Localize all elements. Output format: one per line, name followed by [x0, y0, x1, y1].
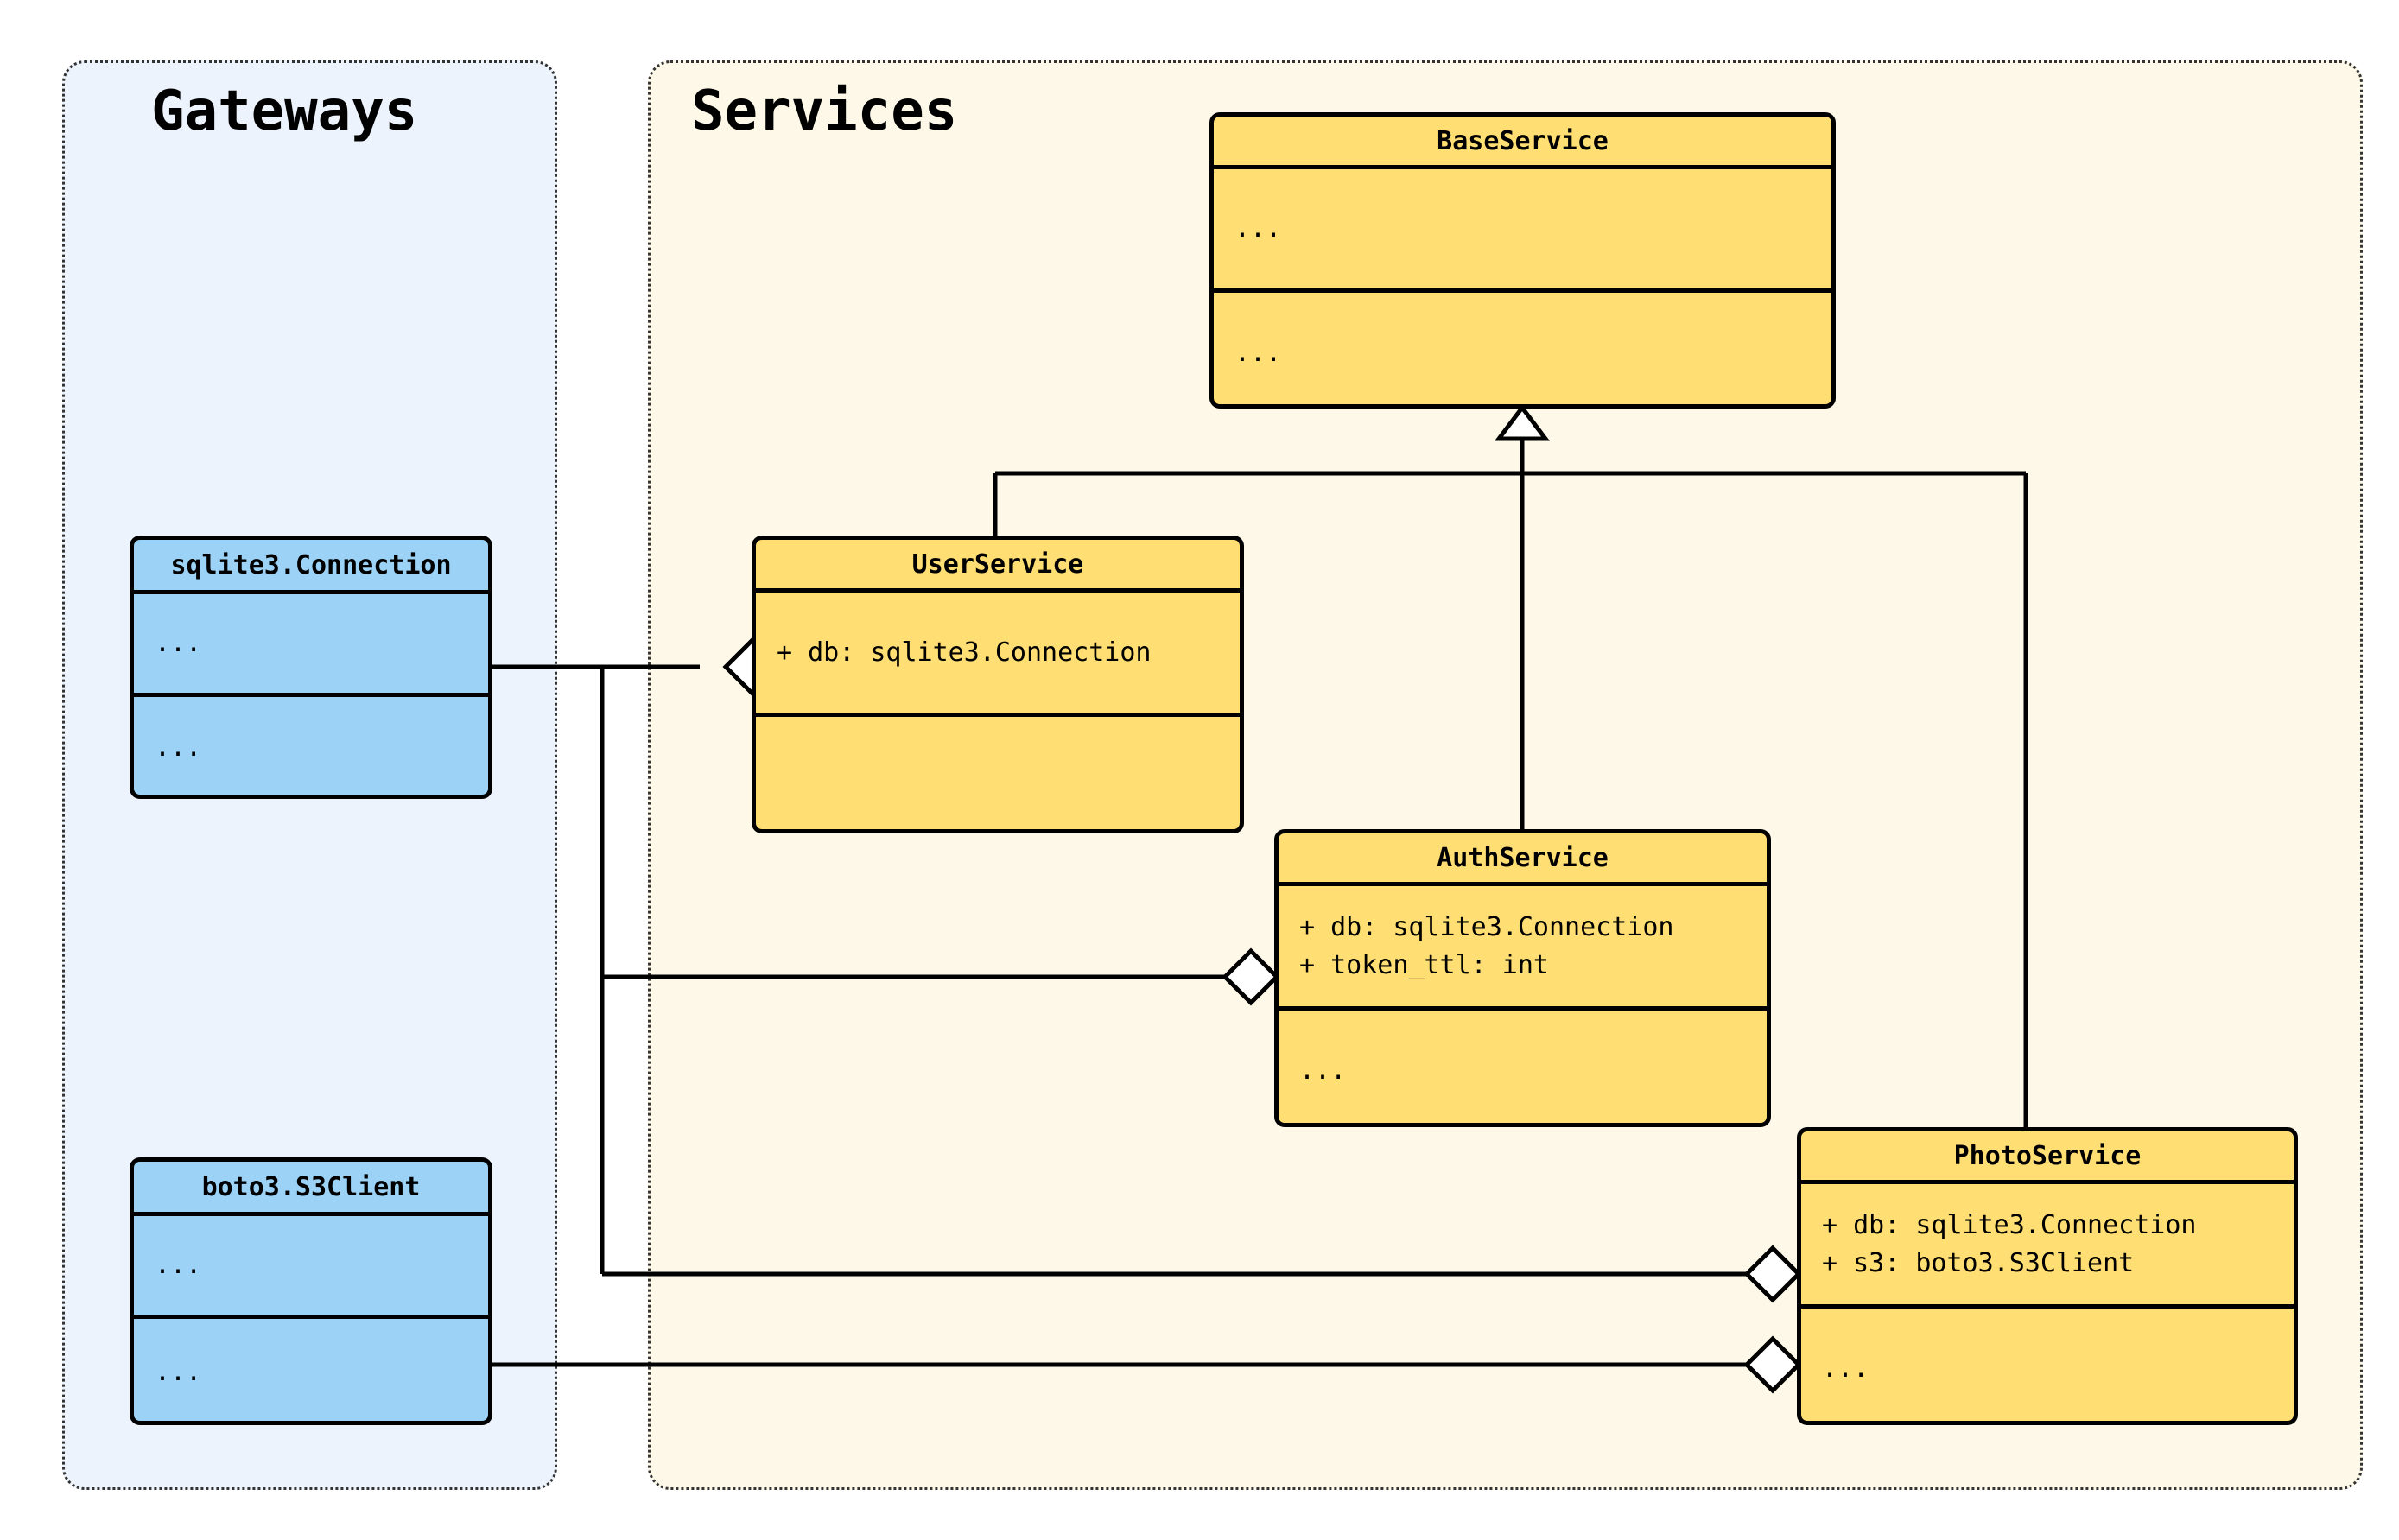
- aggregation-diamond-photoservice-db: [1743, 1245, 1802, 1303]
- method-line: ...: [1822, 1353, 1869, 1385]
- class-attributes-authservice: + db: sqlite3.Connection + token_ttl: in…: [1279, 882, 1767, 1006]
- class-attributes-boto3-s3client: ...: [134, 1212, 488, 1315]
- class-name-baseservice: BaseService: [1437, 125, 1609, 156]
- method-line: ...: [1234, 337, 1282, 368]
- class-box-authservice[interactable]: AuthService + db: sqlite3.Connection + t…: [1274, 829, 1771, 1127]
- class-name-userservice: UserService: [911, 548, 1084, 580]
- class-methods-baseservice: ...: [1214, 288, 1831, 404]
- class-methods-photoservice: ...: [1801, 1304, 2294, 1421]
- attribute-line: + db: sqlite3.Connection: [1822, 1210, 2197, 1240]
- inheritance-triangle-icon: [1495, 403, 1550, 441]
- class-box-photoservice[interactable]: PhotoService + db: sqlite3.Connection + …: [1797, 1127, 2298, 1425]
- aggregation-diamond-photoservice-s3: [1743, 1335, 1802, 1394]
- method-line: ...: [155, 1356, 202, 1387]
- attribute-line: ...: [1234, 213, 1282, 244]
- class-name-photoservice: PhotoService: [1953, 1140, 2142, 1171]
- attribute-line: ...: [155, 628, 202, 659]
- class-name-boto3-s3client: boto3.S3Client: [201, 1171, 421, 1202]
- package-gateways-title: Gateways: [151, 79, 418, 143]
- class-methods-sqlite3-connection: ...: [134, 693, 488, 795]
- class-methods-userservice: [756, 713, 1240, 829]
- attribute-line: + token_ttl: int: [1299, 949, 1549, 980]
- class-box-userservice[interactable]: UserService + db: sqlite3.Connection: [752, 536, 1244, 833]
- attribute-line: + db: sqlite3.Connection: [777, 637, 1152, 668]
- class-name-sqlite3-connection: sqlite3.Connection: [170, 549, 452, 580]
- method-line: ...: [155, 732, 202, 764]
- class-name-authservice: AuthService: [1437, 842, 1609, 873]
- class-box-sqlite3-connection[interactable]: sqlite3.Connection ... ...: [130, 536, 492, 799]
- attribute-line: + db: sqlite3.Connection: [1299, 912, 1674, 942]
- class-attributes-sqlite3-connection: ...: [134, 590, 488, 693]
- attribute-line: + s3: boto3.S3Client: [1822, 1247, 2135, 1278]
- class-attributes-baseservice: ...: [1214, 165, 1831, 288]
- method-line: ...: [1299, 1055, 1347, 1087]
- class-attributes-photoservice: + db: sqlite3.Connection + s3: boto3.S3C…: [1801, 1180, 2294, 1304]
- package-services-title: Services: [691, 79, 958, 143]
- attribute-line: ...: [155, 1250, 202, 1281]
- aggregation-diamond-authservice: [1222, 947, 1280, 1006]
- class-methods-boto3-s3client: ...: [134, 1315, 488, 1421]
- class-methods-authservice: ...: [1279, 1006, 1767, 1123]
- class-box-boto3-s3client[interactable]: boto3.S3Client ... ...: [130, 1157, 492, 1425]
- class-box-baseservice[interactable]: BaseService ... ...: [1209, 112, 1836, 409]
- class-attributes-userservice: + db: sqlite3.Connection: [756, 588, 1240, 713]
